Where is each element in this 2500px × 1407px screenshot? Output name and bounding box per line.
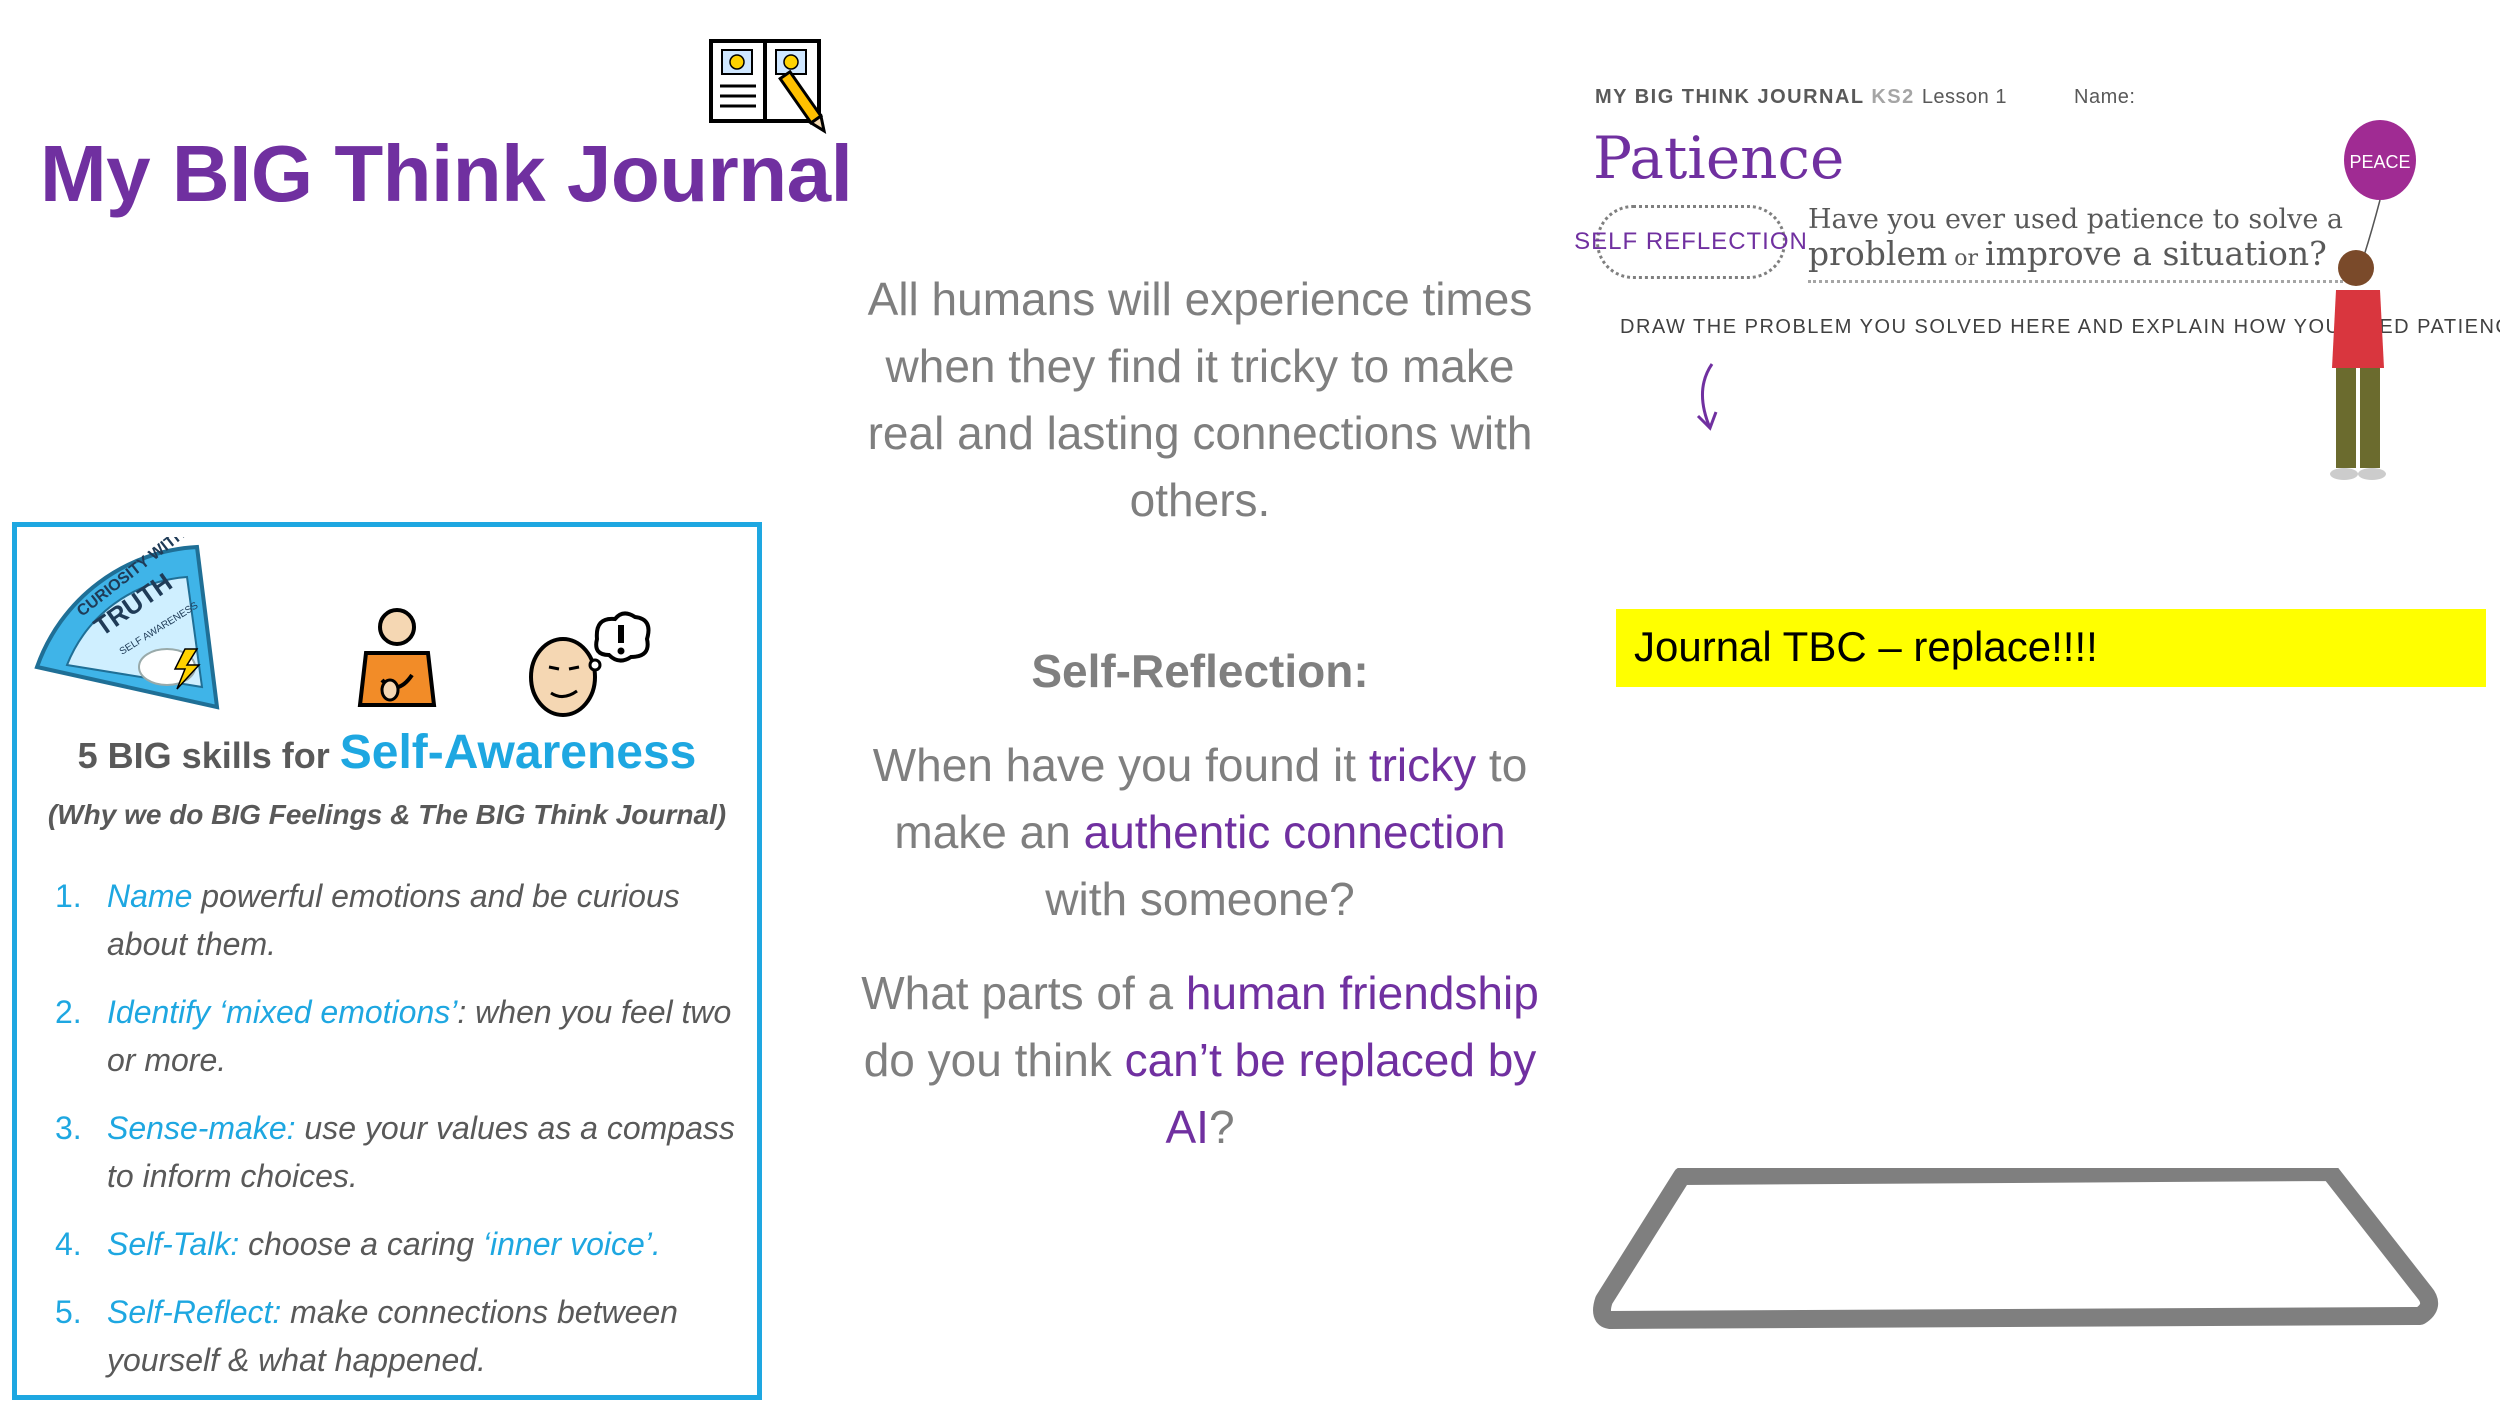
skills-heading: 5 BIG skills for Self-Awareness [17,725,757,780]
skills-panel: CURIOSITY WITH CARE TRUTH SELF AWARENESS… [12,522,762,1400]
placeholder-note: Journal TBC – replace!!!! [1616,609,2486,687]
skill-text: make connections between yourself & what… [107,1294,678,1378]
q2-highlight: human friendship [1185,967,1539,1019]
journal-name-label: Name: [2074,86,2136,108]
question-1: When have you found it tricky to make an… [860,732,1540,933]
journal-brand: MY BIG THINK JOURNAL [1595,86,1865,108]
skill-text: : when you feel two or more. [107,994,732,1078]
list-item: 3. Sense-make: use your values as a comp… [47,1104,747,1200]
skills-heading-accent: Self-Awareness [339,726,697,779]
person-icon [357,608,437,707]
list-item: 4. Self-Talk: choose a caring ‘inner voi… [47,1220,747,1268]
drawing-frame [1593,1168,2439,1329]
list-number: 3. [55,1110,82,1146]
question-word: or [1947,246,1986,271]
journal-question: Have you ever used patience to solve a p… [1808,203,2343,283]
journal-question-line1: Have you ever used patience to solve a [1808,204,2343,235]
boy-with-balloon-icon: PEACE [2330,120,2416,480]
question-word: improve a situation? [1985,234,2327,273]
q2-part: What parts of a [861,967,1186,1019]
journal-question-line2: problem or improve a situation? [1808,237,2343,283]
question-2: What parts of a human friendship do you … [860,960,1540,1161]
journal-header: MY BIG THINK JOURNAL KS2 Lesson 1 Name: [1595,86,2135,109]
q2-part: ? [1208,1101,1235,1153]
q2-part: do you think [863,1034,1125,1086]
journal-ks: KS2 [1871,86,1915,108]
q1-part: with someone? [1045,873,1355,925]
self-reflection-badge: SELF REFLECTION [1574,205,1807,279]
q1-part: When have you found it [872,739,1369,791]
balloon-text: PEACE [2349,152,2410,172]
q1-part: to make an [894,739,1528,858]
journal-topic: Patience [1593,124,1845,192]
skill-key: Self-Talk: [107,1226,240,1262]
skill-key: Self-Reflect: [107,1294,282,1330]
placeholder-note-text: Journal TBC – replace!!!! [1634,623,2098,670]
skills-heading-prefix: 5 BIG skills for [77,735,340,776]
skill-text: choose a caring [239,1226,483,1262]
skill-text: use your values as a compass to inform c… [107,1110,735,1194]
q1-highlight: authentic connection [1083,806,1506,858]
question-word: problem [1808,234,1948,273]
curiosity-truth-fan-icon: CURIOSITY WITH CARE TRUTH SELF AWARENESS [34,537,227,710]
thinking-face-icon [529,611,651,717]
list-item: 1. Name powerful emotions and be curious… [47,872,747,968]
journal-lesson: Lesson 1 [1921,86,2007,108]
skills-list: 1. Name powerful emotions and be curious… [47,872,747,1404]
skill-text: powerful emotions and be curious about t… [107,878,680,962]
list-item: 2. Identify ‘mixed emotions’: when you f… [47,988,747,1084]
list-number: 4. [55,1226,82,1262]
skill-key: Sense-make: [107,1110,296,1146]
journal-pencil-icon [709,39,827,135]
draw-instruction: DRAW THE PROBLEM YOU SOLVED HERE AND EXP… [1620,316,2500,338]
skill-key: Identify ‘mixed emotions’ [107,994,458,1030]
list-item: 5. Self-Reflect: make connections betwee… [47,1288,747,1384]
intro-text: All humans will experience times when th… [867,273,1533,526]
self-reflection-heading: Self-Reflection: [1031,645,1369,697]
page-title: My BIG Think Journal [40,129,853,218]
q1-highlight: tricky [1368,739,1477,791]
q2-highlight: can’t be replaced by AI [1124,1034,1537,1153]
skill-key: ‘inner voice’. [482,1226,661,1262]
arrow-down-icon [1696,363,1718,431]
skills-subheading: (Why we do BIG Feelings & The BIG Think … [47,799,727,830]
skill-key: Name [107,878,193,914]
list-number: 2. [55,994,82,1030]
list-number: 5. [55,1294,82,1330]
list-number: 1. [55,878,82,914]
